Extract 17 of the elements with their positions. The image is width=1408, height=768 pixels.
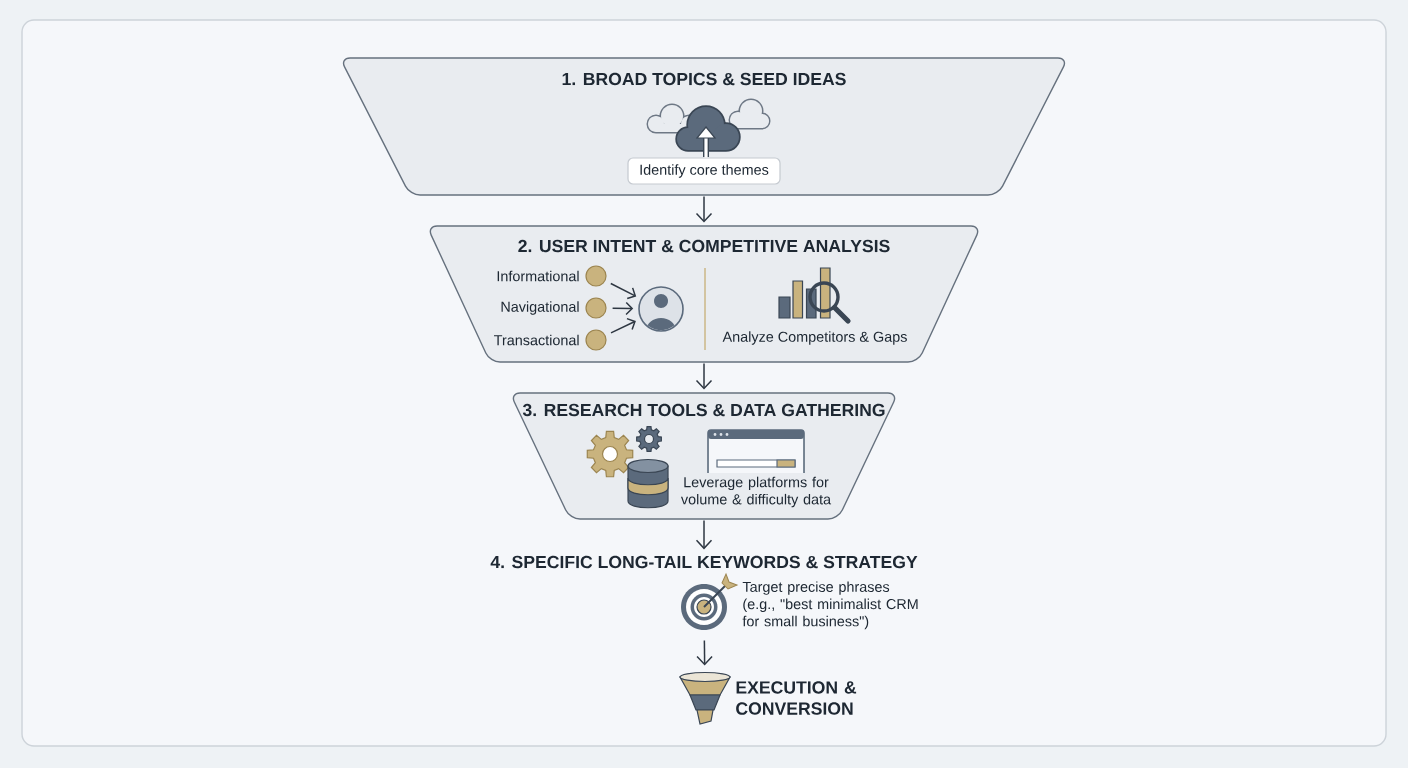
heading: 4. SPECIFIC LONG-TAIL KEYWORDS & STRATEGY: [490, 555, 918, 569]
arrow: [610, 282, 637, 300]
person-icon: [638, 286, 684, 332]
arrow: [696, 639, 713, 666]
arrow: [611, 301, 634, 316]
description-text: Leverage platforms for volume & difficulty data: [680, 476, 832, 508]
label-text: Navigational: [501, 301, 579, 315]
arrow: [695, 362, 713, 390]
arrow: [695, 519, 713, 550]
tag-box: Identify core themes: [627, 157, 781, 185]
heading: EXECUTION & CONVERSION: [736, 681, 857, 715]
description-text: Target precise phrases (e.g., "best minimalist CRM for small business"): [742, 581, 918, 630]
label-text: Informational: [497, 270, 579, 282]
label-text: Transactional: [494, 334, 579, 346]
arrow: [610, 317, 636, 334]
arrow: [695, 195, 713, 223]
description-text: Analyze Competitors & Gaps: [722, 331, 907, 345]
